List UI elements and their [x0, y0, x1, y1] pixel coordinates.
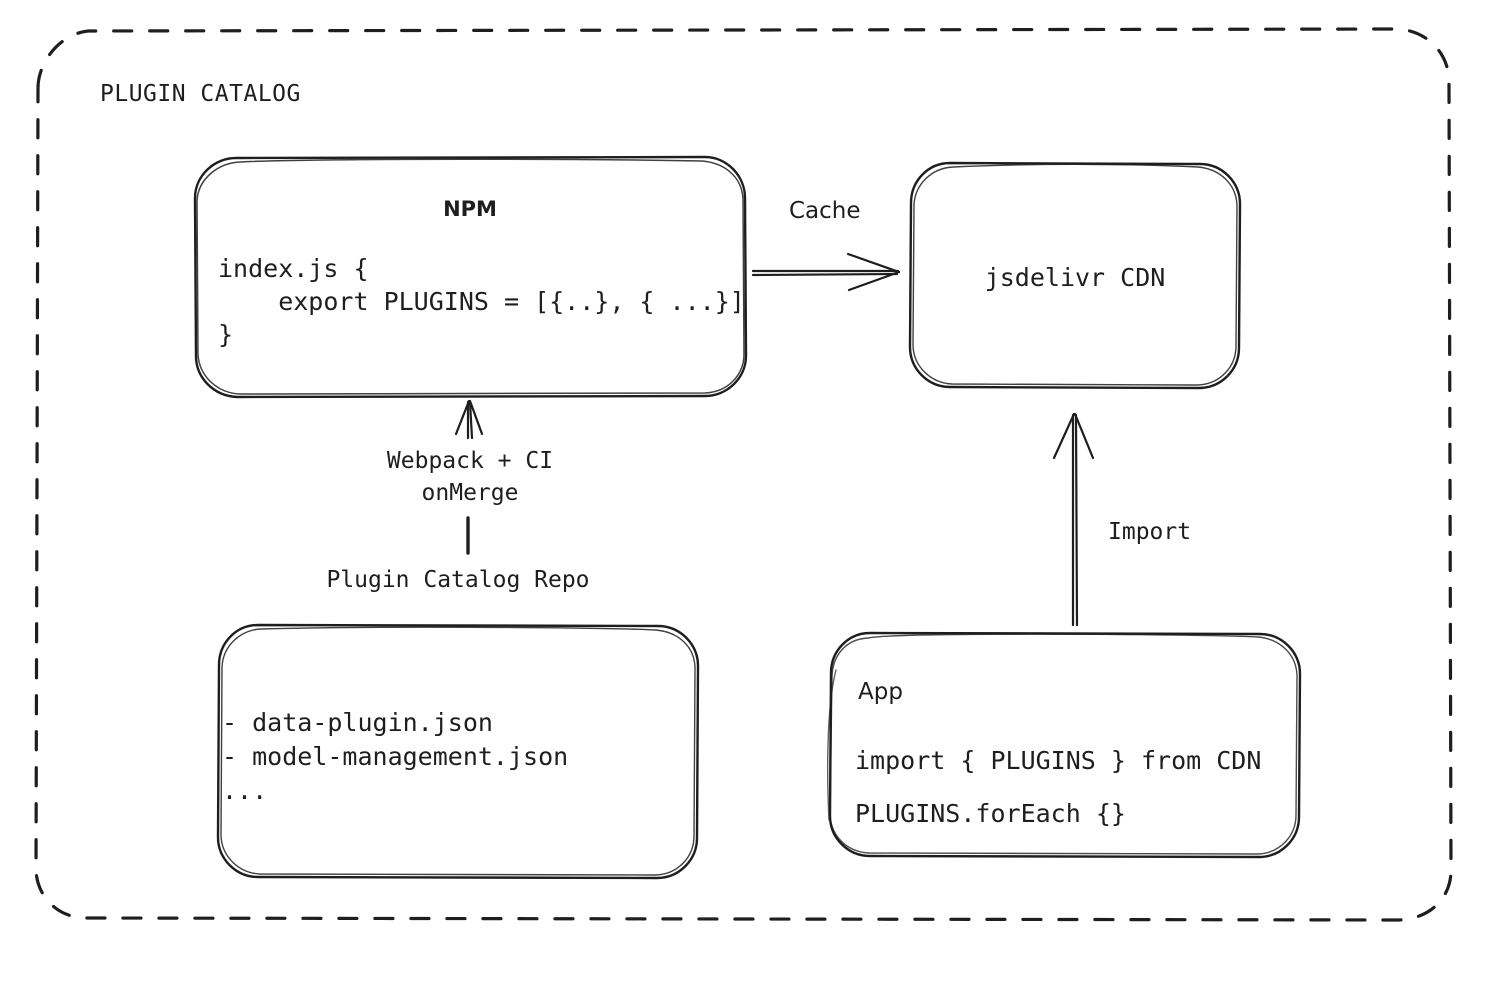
plugin-catalog-group-border [34, 27, 1453, 922]
repo-node-files: - data-plugin.json - model-management.js… [222, 708, 569, 805]
cdn-box-border [908, 161, 1242, 390]
app-node-title: App [858, 679, 903, 705]
arrow-npm-to-cdn [751, 252, 901, 292]
cdn-node-title: jsdelivr CDN [984, 263, 1166, 292]
group-title: PLUGIN CATALOG [100, 81, 301, 107]
app-box-border [826, 631, 1302, 859]
edge-label-import: Import [1108, 519, 1192, 545]
app-node-code: import { PLUGINS } from CDN PLUGINS.forEa… [855, 735, 1261, 840]
repo-box-border [216, 623, 700, 880]
app-code-line-1: import { PLUGINS } from CDN [855, 746, 1262, 775]
repo-node-caption: Plugin Catalog Repo [326, 567, 590, 593]
npm-node-title: NPM [443, 197, 497, 221]
arrow-app-to-cdn [1052, 412, 1095, 627]
edge-label-cache: Cache [789, 198, 861, 224]
arrow-repo-to-npm [454, 399, 484, 555]
npm-box-border [193, 155, 748, 399]
npm-node-code: index.js { export PLUGINS = [{..}, { ...… [218, 254, 745, 349]
edge-label-webpack-ci-onmerge: Webpack + CI onMerge [386, 448, 554, 506]
app-code-line-2: PLUGINS.forEach {} [855, 798, 1126, 828]
